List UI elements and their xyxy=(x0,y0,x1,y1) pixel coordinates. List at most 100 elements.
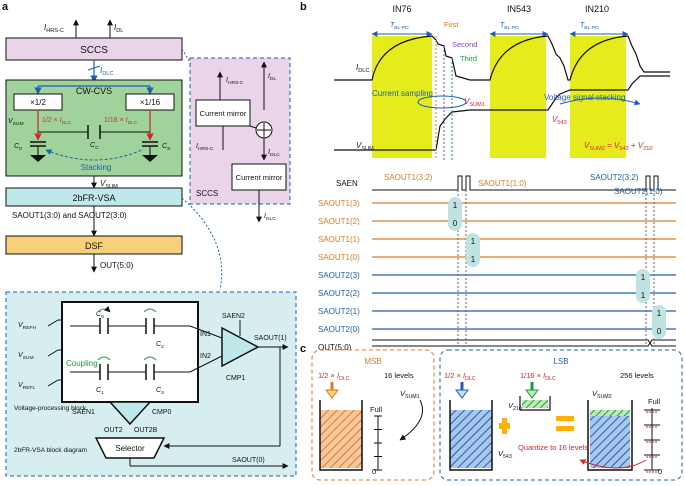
bit-4: 1 xyxy=(641,273,646,282)
msb-vsum-arrow xyxy=(399,399,423,441)
msb-level-ticks xyxy=(374,415,382,471)
switch-vrefl xyxy=(47,379,59,387)
msb-vsum1-label: VSUM1​ xyxy=(400,389,420,400)
voltage-processing-block xyxy=(61,301,199,403)
switch-vrefh xyxy=(47,319,59,327)
saout1-label: SAOUT(1) xyxy=(254,335,287,342)
div16-label: ×1/16 xyxy=(140,98,161,107)
div2-label: ×1/2 xyxy=(30,98,46,107)
lsb-zero-label: 0 xyxy=(658,467,662,476)
sig-saout1-2: SAOUT1(2) xyxy=(318,217,360,226)
block-c1-label: C1​ xyxy=(96,387,104,396)
out-label: OUT(5:0) xyxy=(100,261,134,270)
result-container xyxy=(587,400,633,471)
lsb-label: LSB xyxy=(553,357,568,366)
msb-fill xyxy=(320,410,362,468)
msb-arrow-icon xyxy=(325,389,339,399)
sig-saout2-0: SAOUT2(0) xyxy=(318,325,360,334)
bit-5: 1 xyxy=(641,291,646,300)
stacking-curve-arrow xyxy=(559,97,641,106)
msb-half-label: 1/2 × IDLC​ xyxy=(318,371,350,382)
lsb-level-ticks xyxy=(644,408,660,473)
panel-label-a: a xyxy=(2,1,9,13)
in1-wire xyxy=(189,325,223,339)
b-v543-label: V543​ xyxy=(552,115,567,126)
b-vsum2-label: VSUM2​ = V543​ + V210​ xyxy=(584,141,653,152)
lsb-fill xyxy=(450,410,492,468)
coupling-arrow-1 xyxy=(97,306,111,313)
c2-gap xyxy=(146,318,154,334)
lsb-half-label: 1/2 × IDLC​ xyxy=(444,371,476,382)
b-idlc-label: IDLC​ xyxy=(356,63,369,74)
block-c0-label: C0​ xyxy=(96,311,104,320)
current-mirror-2 xyxy=(231,163,287,191)
saout0-label: SAOUT(0) xyxy=(232,457,265,464)
c0-gap xyxy=(100,318,108,334)
lsb-vsum2-label: VSUM2​ xyxy=(592,389,612,400)
lsb16-arrow-icon xyxy=(525,389,539,399)
c3-gap xyxy=(146,364,154,380)
idlc-waveform xyxy=(334,35,670,81)
sampling-window-1 xyxy=(372,36,432,158)
in543-label: IN543 xyxy=(507,4,531,14)
timing-diagram xyxy=(372,175,676,347)
cmp0-icon xyxy=(108,401,152,426)
saen-wave xyxy=(372,175,676,191)
saout2-32-label: SAOUT2(3:2) xyxy=(590,173,639,182)
ground-icon-left xyxy=(30,155,46,162)
out-bus-top xyxy=(372,339,676,347)
equals-icon-2 xyxy=(556,426,574,431)
panel-label-b: b xyxy=(300,1,307,13)
idlc-out-label: IDLC​ xyxy=(264,213,276,222)
lsb-full-label: Full xyxy=(648,397,660,406)
msb-full-label: Full xyxy=(370,405,382,414)
c1-gap xyxy=(100,364,108,380)
block-zoom-line xyxy=(181,197,223,291)
mirror-to-adder xyxy=(249,125,257,129)
cmp1-icon xyxy=(221,326,260,368)
saout-label: SAOUT1(3:0) and SAOUT2(3:0) xyxy=(12,211,127,220)
block-c2-label: C2​ xyxy=(156,341,164,350)
tbl-label-2: TBL-PD​ xyxy=(500,22,519,31)
idlc-label: IDLC​ xyxy=(100,66,113,77)
tbl-label-3: TBL-PD​ xyxy=(580,22,599,31)
stacking-label: Stacking xyxy=(81,163,112,172)
sig-saout1-0: SAOUT1(0) xyxy=(318,253,360,262)
vsa-label: 2bFR-VSA xyxy=(72,193,115,203)
plus-icon-v xyxy=(502,418,507,434)
lsb-v543-label: V543​ xyxy=(498,449,512,460)
saen1-label: SAEN1 xyxy=(72,409,95,416)
sccs-zoom-line xyxy=(181,48,191,63)
bit-0: 1 xyxy=(453,201,458,210)
small-fill xyxy=(522,400,548,408)
msb-container xyxy=(319,400,363,471)
in2-wire xyxy=(189,355,223,373)
sccs-idlc-label: IDLC​ xyxy=(268,149,280,158)
b-vsum1-label: VSUM1​ xyxy=(464,97,485,108)
cs-label: CS​ xyxy=(162,143,171,152)
cwcvs-title: CW-CVS xyxy=(76,86,112,96)
selector-box xyxy=(94,437,166,459)
selector-label: Selector xyxy=(115,444,145,453)
out2-label: OUT2 xyxy=(104,427,123,434)
voltage-stacking-label: Voltage signal stacking xyxy=(544,93,625,102)
in210-label: IN210 xyxy=(585,4,609,14)
bit-2: 1 xyxy=(471,237,476,246)
lsb-arrow-icon xyxy=(455,389,469,399)
vrefl-label: VREFL​ xyxy=(18,382,35,391)
in1-label: IN1 xyxy=(200,331,211,338)
sampling-ellipse xyxy=(417,95,467,109)
bit-badge-4 xyxy=(652,305,666,339)
mirror2-label: Current mirror xyxy=(236,173,283,182)
lsb-levels-label: 256 levels xyxy=(620,371,654,380)
result-top-fill xyxy=(590,410,630,416)
coupling-arrow-2 xyxy=(143,308,157,313)
ihalf-label: 1/2 × IDLC​ xyxy=(42,117,72,126)
bit-6: 1 xyxy=(657,309,662,318)
coupling-label: Coupling xyxy=(66,359,98,368)
out-bus-bottom xyxy=(372,339,676,347)
cmp1-label: CMP1 xyxy=(226,375,246,382)
lsb-container xyxy=(449,400,493,471)
sampling-windows xyxy=(372,36,626,158)
